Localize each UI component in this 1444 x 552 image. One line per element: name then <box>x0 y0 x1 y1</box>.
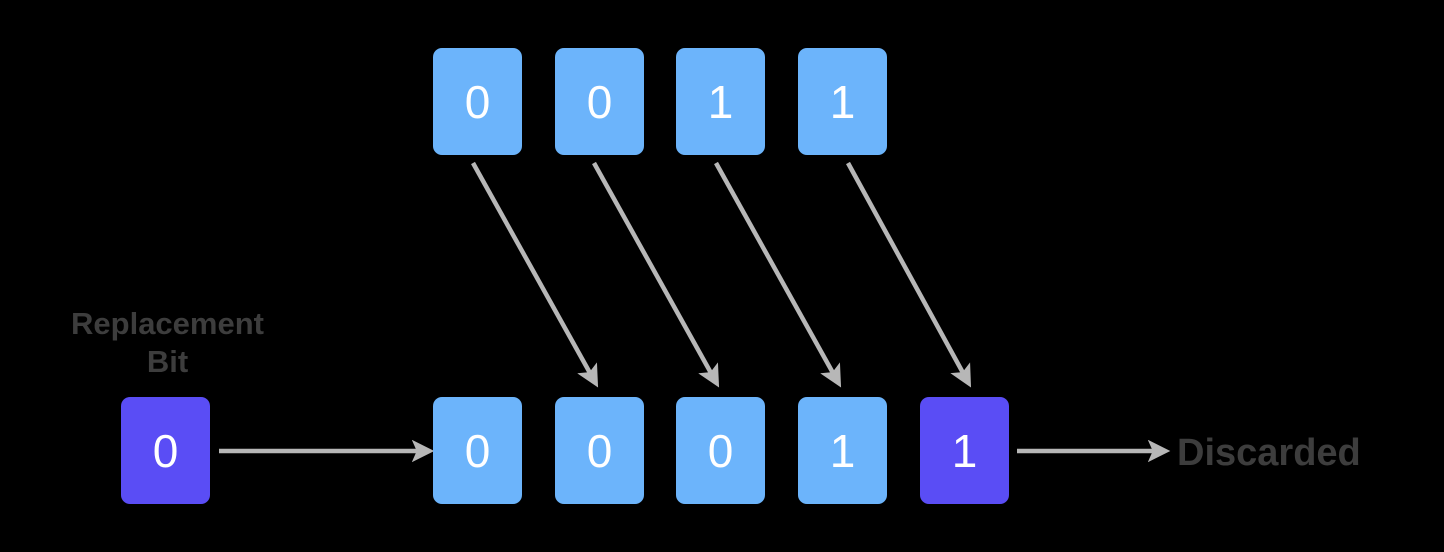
discarded-label: Discarded <box>1177 432 1361 474</box>
incoming-bit-3: 1 <box>798 48 887 155</box>
diagonal-arrow-group <box>471 161 972 388</box>
register-bit-4-discarded: 1 <box>920 397 1009 504</box>
register-bit-3: 1 <box>798 397 887 504</box>
replacement-bit-label-line2: Bit <box>146 343 189 379</box>
diagonal-arrow-3 <box>714 161 842 388</box>
replacement-bit-box: 0 <box>121 397 210 504</box>
incoming-bit-0: 0 <box>433 48 522 155</box>
register-bit-0: 0 <box>433 397 522 504</box>
diagonal-arrow-4 <box>846 161 972 388</box>
replacement-bit-label: Replacement Bit <box>40 305 295 381</box>
incoming-bit-1: 0 <box>555 48 644 155</box>
register-bit-2: 0 <box>676 397 765 504</box>
register-bit-1: 0 <box>555 397 644 504</box>
incoming-bit-2: 1 <box>676 48 765 155</box>
diagonal-arrow-1 <box>471 161 599 388</box>
replacement-bit-label-line1: Replacement <box>71 306 264 341</box>
diagonal-arrow-2 <box>592 161 720 388</box>
